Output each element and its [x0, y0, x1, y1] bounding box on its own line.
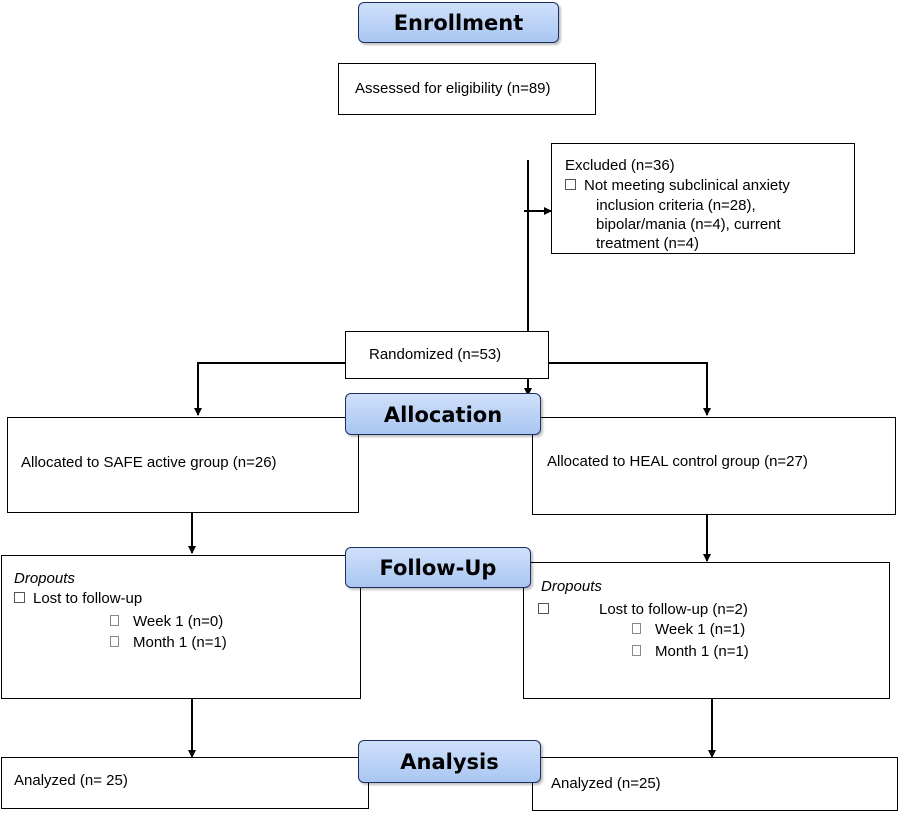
- followup-stage-label: Follow-Up: [345, 547, 531, 588]
- right-analysis-box: Analyzed (n=25): [532, 757, 898, 811]
- enrollment-stage-label: Enrollment: [358, 2, 559, 43]
- randomized-text: Randomized (n=53): [369, 346, 502, 363]
- analysis-stage-label: Analysis: [358, 740, 541, 783]
- left-analysis-box: Analyzed (n= 25): [1, 757, 369, 809]
- checkbox-bullet-icon: [538, 603, 549, 614]
- left-month-line: Month 1 (n=1): [110, 633, 227, 652]
- excluded-reason-line-1: Not meeting subclinical anxiety: [565, 176, 790, 195]
- left-branch-arrow: [194, 362, 346, 416]
- checkbox-bullet-icon: [110, 615, 119, 626]
- right-branch-arrow: [548, 362, 711, 416]
- excluded-reason-line-3: bipolar/mania (n=4), current: [596, 216, 781, 233]
- left-analyzed-text: Analyzed (n= 25): [14, 772, 128, 789]
- right-followup-box: Dropouts Lost to follow-up (n=2) Week 1 …: [523, 562, 890, 699]
- right-week-line: Week 1 (n=1): [632, 620, 745, 639]
- right-analyzed-text: Analyzed (n=25): [551, 775, 661, 792]
- randomized-box: Randomized (n=53): [345, 331, 549, 379]
- checkbox-bullet-icon: [565, 179, 576, 190]
- left-week-line: Week 1 (n=0): [110, 612, 223, 631]
- assessed-box: Assessed for eligibility (n=89): [338, 63, 596, 115]
- left-allocation-box: Allocated to SAFE active group (n=26): [7, 417, 359, 513]
- left-lost-line: Lost to follow-up: [14, 589, 142, 608]
- right-month-line: Month 1 (n=1): [632, 642, 749, 661]
- right-allocation-box: Allocated to HEAL control group (n=27): [532, 417, 896, 515]
- right-dropouts-label: Dropouts: [541, 578, 602, 595]
- excluded-reason-line-2: inclusion criteria (n=28),: [596, 197, 756, 214]
- excluded-reason-line-4: treatment (n=4): [596, 235, 699, 252]
- checkbox-bullet-icon: [632, 645, 641, 656]
- checkbox-bullet-icon: [632, 623, 641, 634]
- right-lost-line: Lost to follow-up (n=2): [538, 600, 748, 619]
- left-followup-box: Dropouts Lost to follow-up Week 1 (n=0) …: [1, 555, 361, 699]
- checkbox-bullet-icon: [110, 636, 119, 647]
- checkbox-bullet-icon: [14, 592, 25, 603]
- excluded-box: Excluded (n=36) Not meeting subclinical …: [551, 143, 855, 254]
- allocation-stage-label: Allocation: [345, 393, 541, 435]
- assessed-text: Assessed for eligibility (n=89): [355, 80, 551, 97]
- excluded-title: Excluded (n=36): [565, 157, 675, 174]
- right-allocated-text: Allocated to HEAL control group (n=27): [547, 453, 808, 470]
- left-allocated-text: Allocated to SAFE active group (n=26): [21, 454, 277, 471]
- left-dropouts-label: Dropouts: [14, 570, 75, 587]
